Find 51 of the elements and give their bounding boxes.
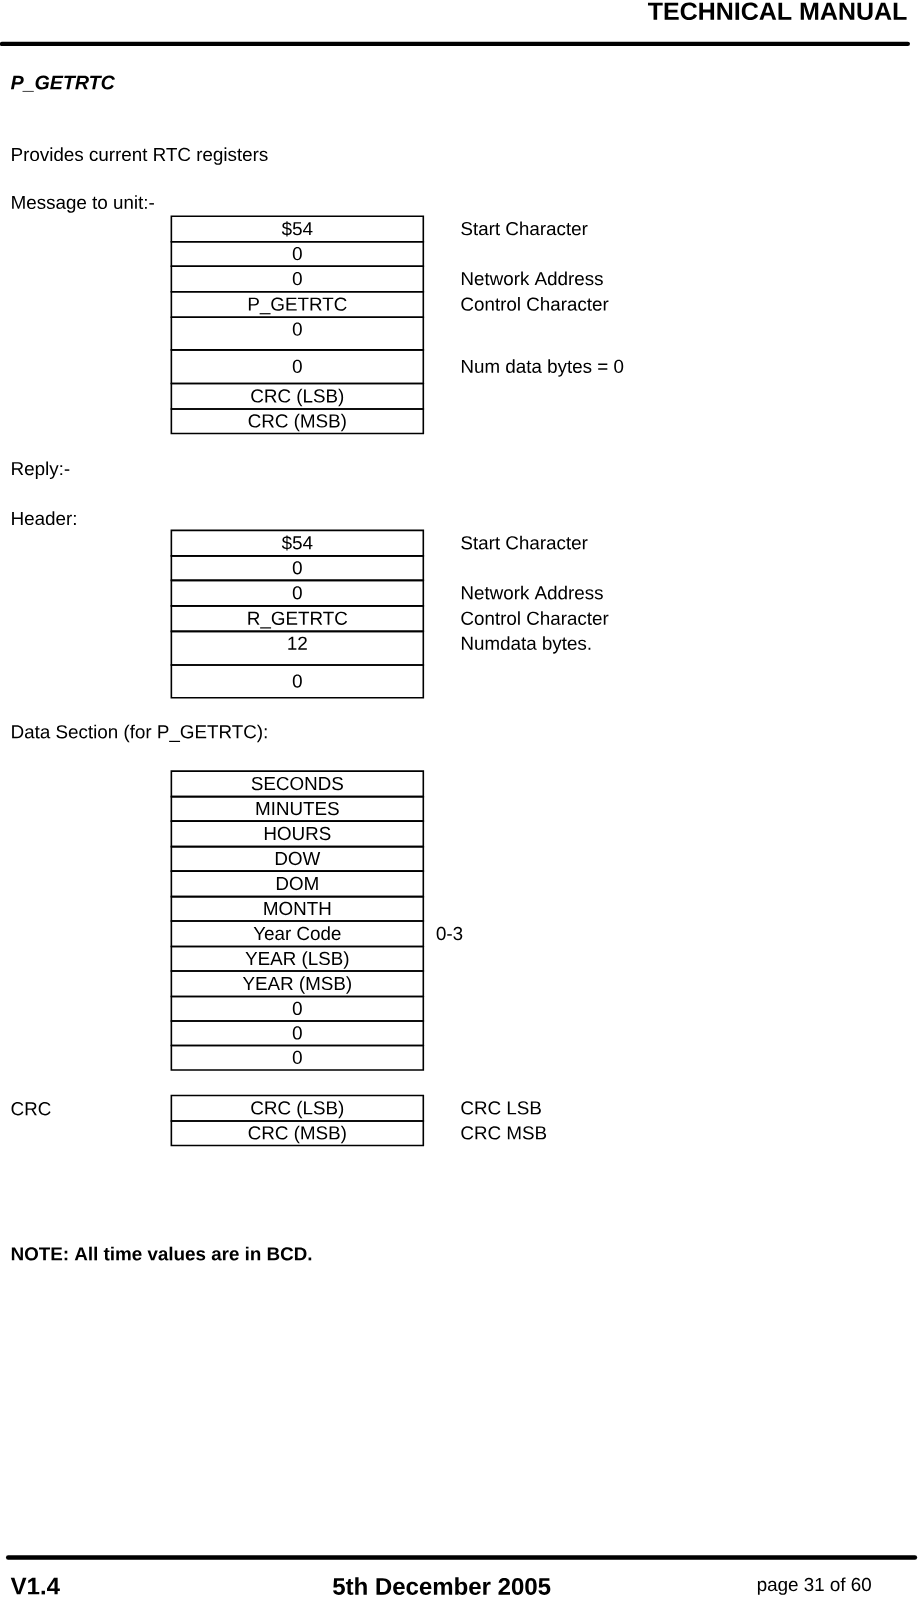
table-cell: DOM xyxy=(170,870,425,898)
table-cell: CRC (LSB) xyxy=(170,1094,425,1122)
description: Control Character xyxy=(461,297,609,311)
table-cell: MINUTES xyxy=(170,795,425,822)
table-cell: YEAR (MSB) xyxy=(170,970,425,998)
description: Control Character xyxy=(461,611,609,625)
table-cell: 0 xyxy=(170,240,425,268)
table-cell: P_GETRTC xyxy=(170,290,425,319)
text: Provides current RTC registers xyxy=(12,147,268,165)
table-cell: MONTH xyxy=(170,895,425,922)
text: Reply:- xyxy=(12,461,70,479)
table-cell: YEAR (LSB) xyxy=(170,945,425,972)
table-cell: CRC (MSB) xyxy=(170,408,425,435)
description: Start Character xyxy=(461,221,588,236)
description: Numdata bytes. xyxy=(461,636,591,654)
table-cell: HOURS xyxy=(170,820,425,848)
table-cell: 0 xyxy=(170,555,425,582)
table-cell: R_GETRTC xyxy=(170,605,425,633)
table-cell: 0 xyxy=(170,1020,425,1047)
table-cell: 0 xyxy=(170,579,425,607)
table-cell: 0 xyxy=(170,349,425,385)
description: Num data bytes = 0 xyxy=(461,359,624,377)
table-cell: CRC (LSB) xyxy=(170,382,425,410)
text: Header: xyxy=(12,511,76,526)
table-cell: 0 xyxy=(170,995,425,1022)
table-cell: $54 xyxy=(170,529,425,557)
table-cell: SECONDS xyxy=(170,770,425,798)
text: Message to unit:- xyxy=(12,195,154,213)
description: Network Address xyxy=(461,271,603,286)
table-cell: 0 xyxy=(170,265,425,293)
table-cell: 0 xyxy=(170,316,425,351)
table-cell: 0 xyxy=(170,664,425,699)
description: Start Character xyxy=(461,535,588,550)
text: CRC xyxy=(11,1102,51,1116)
table-cell: 0 xyxy=(170,1044,425,1071)
note: NOTE: All time values are in BCD. xyxy=(11,1246,312,1261)
description: CRC LSB xyxy=(461,1101,541,1115)
table-cell: Year Code xyxy=(170,920,425,948)
header: TECHNICAL MANUAL xyxy=(648,2,907,21)
description: 0-3 xyxy=(436,926,463,941)
table-cell: 12 xyxy=(170,630,425,666)
table-cell: DOW xyxy=(170,845,425,872)
footer: page 31 of 60 xyxy=(757,1577,871,1595)
heading: P_GETRTC xyxy=(10,75,116,92)
description: Network Address xyxy=(461,585,603,600)
footer: 5th December 2005 xyxy=(333,1577,551,1595)
table-cell: CRC (MSB) xyxy=(170,1120,425,1147)
table-cell: $54 xyxy=(170,215,425,243)
text: Data Section (for P_GETRTC): xyxy=(12,724,267,743)
footer: V1.4 xyxy=(10,1577,60,1595)
description: CRC MSB xyxy=(461,1126,547,1140)
